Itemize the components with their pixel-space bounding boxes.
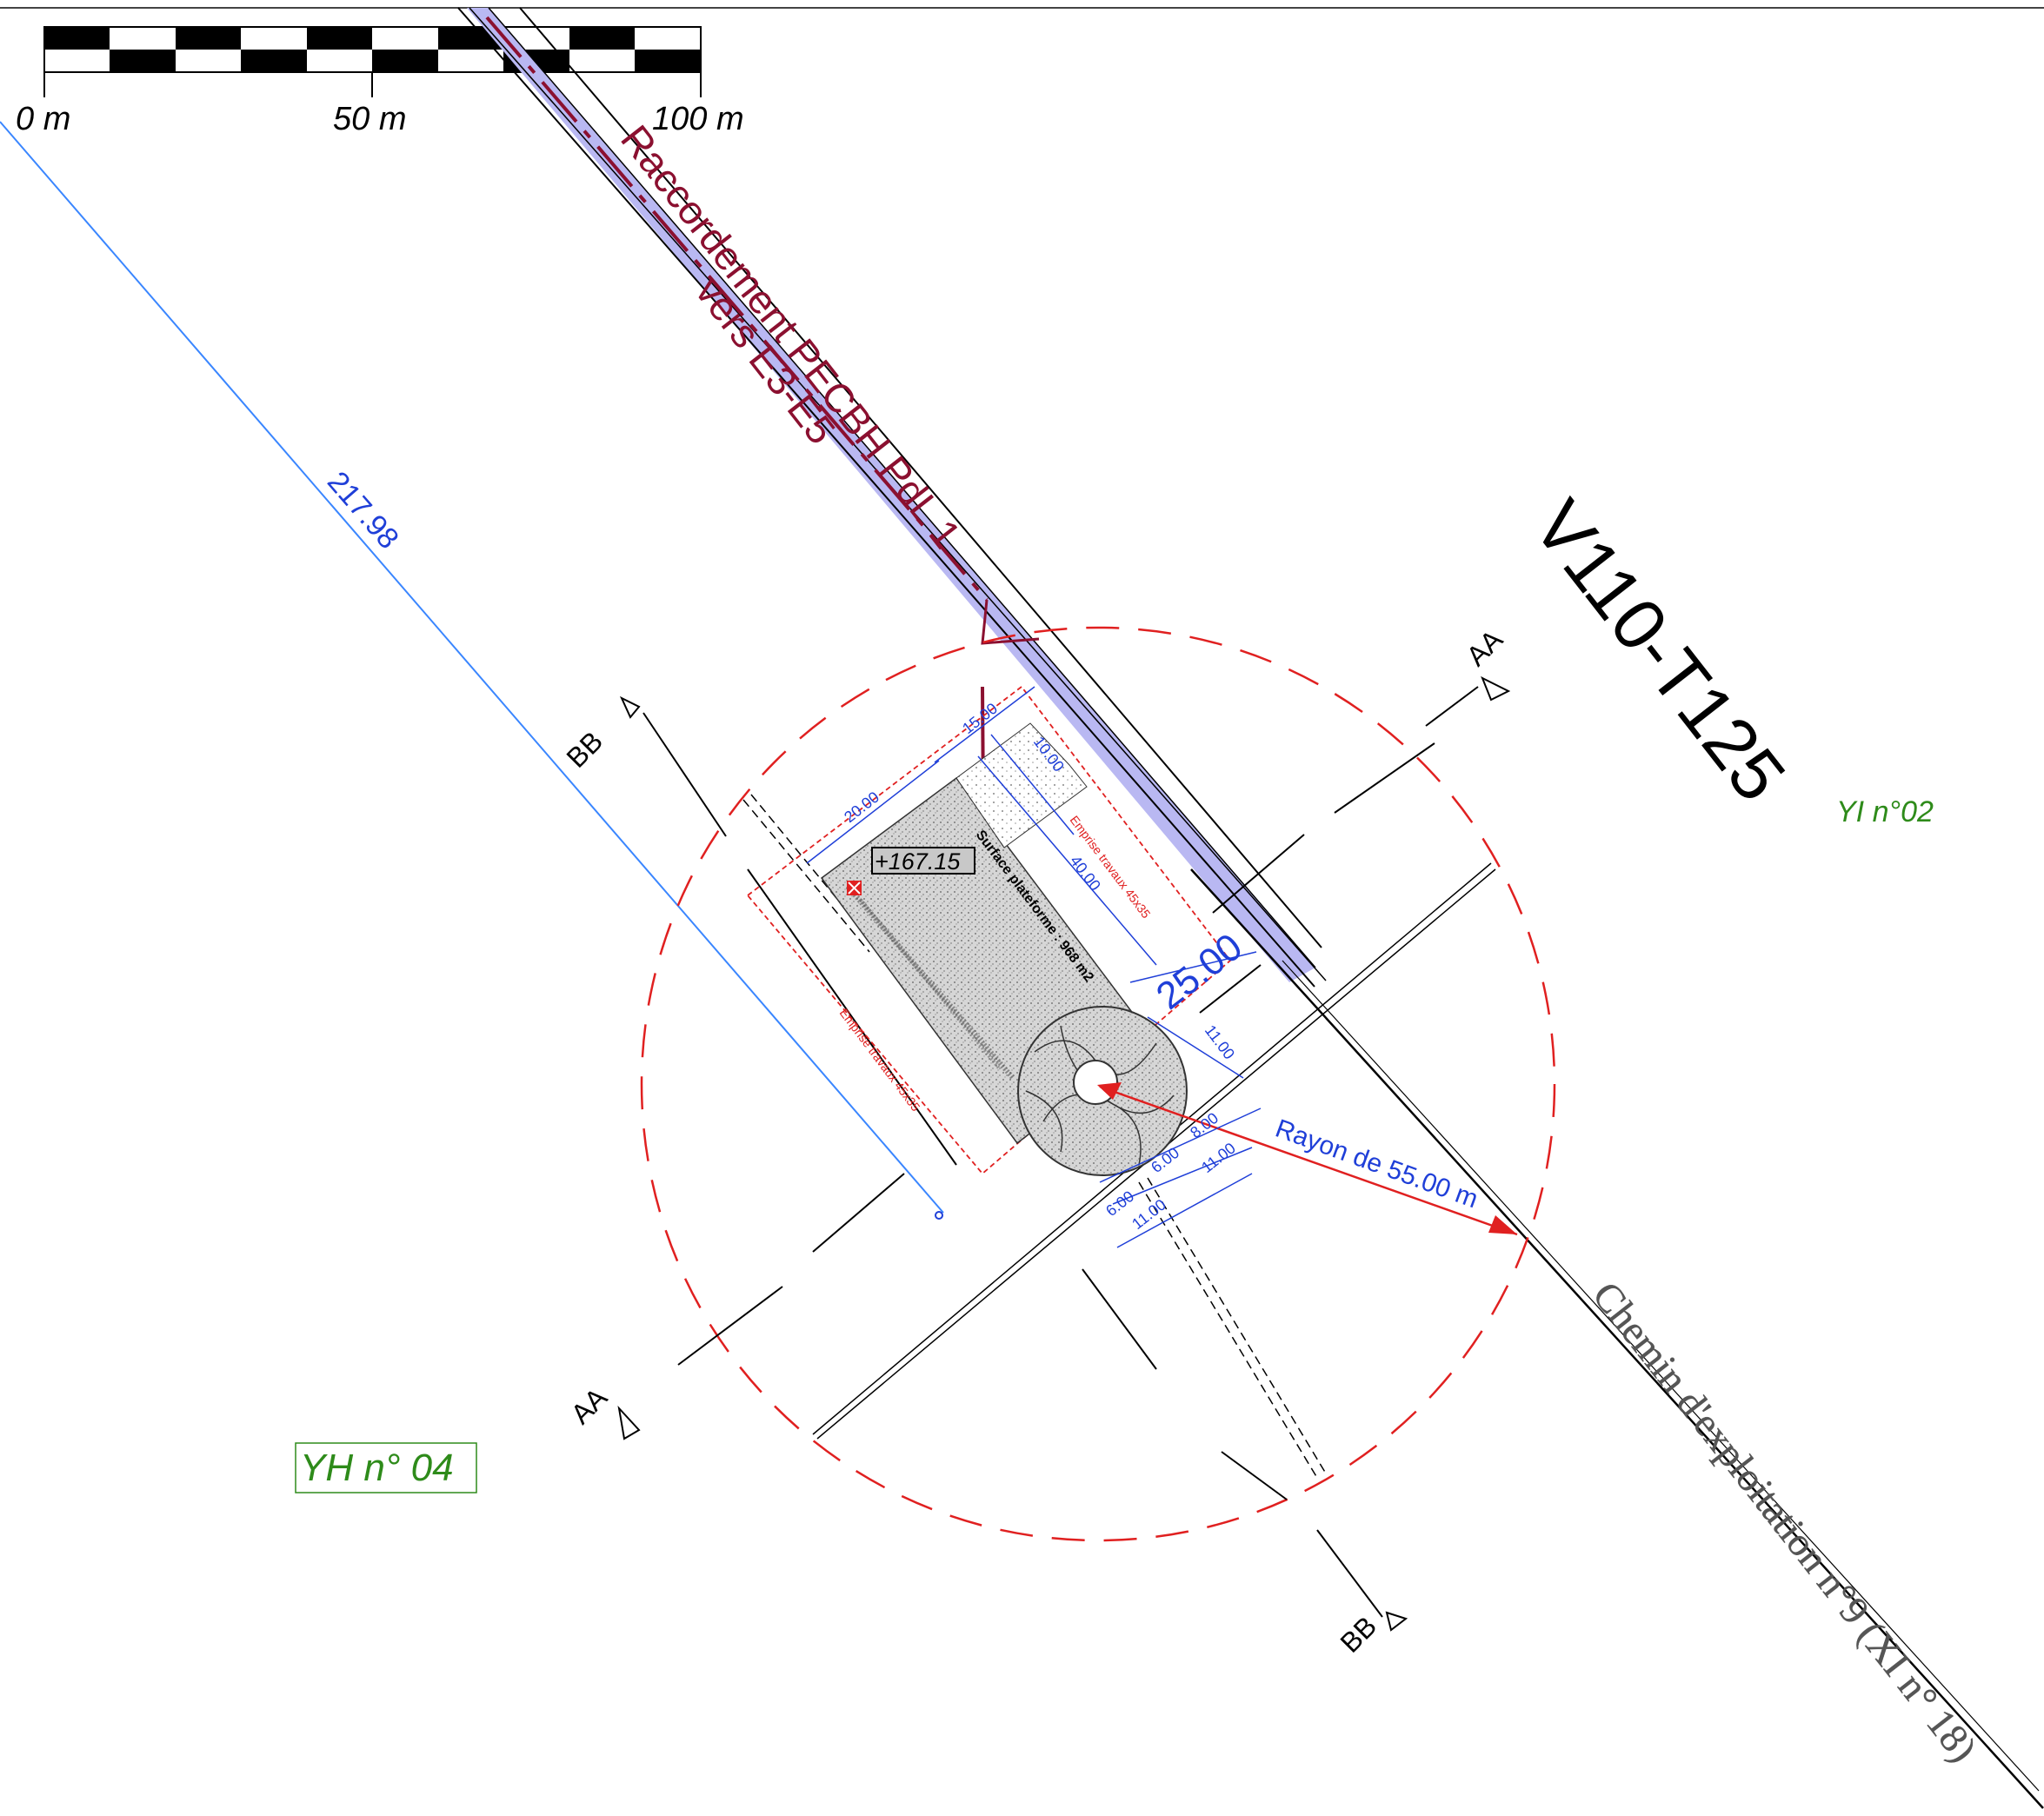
- dimension-11a: 11.00: [1202, 1021, 1238, 1062]
- pipeline-label: Raccordement PECBH PdL 1 vers E3-E5: [612, 116, 969, 556]
- dimension-8: 8.00: [1187, 1109, 1222, 1141]
- radius-label: Rayon de 55.00 m: [1272, 1114, 1482, 1214]
- road: [1190, 868, 2044, 1809]
- parcel-label-yh-box: YH n° 04: [295, 1442, 477, 1493]
- pipeline-label-line1: Raccordement PECBH PdL 1: [612, 116, 969, 556]
- road-name: Chemin d'exploitation n°9 (XI n° 18): [1584, 1274, 1986, 1770]
- scale-bar: 0 m 50 m 100 m: [16, 26, 744, 137]
- parcel-label-yi: YI n°02: [1836, 795, 1934, 828]
- work-area-label-a: Emprise travaux 45x35: [837, 1006, 923, 1114]
- scale-label-50: 50 m: [333, 101, 406, 137]
- section-label-bb-bottom: BB: [1334, 1610, 1382, 1659]
- dimensions: [806, 686, 1262, 1248]
- distance-line-main: 217.98: [0, 121, 944, 1220]
- scale-label-0: 0 m: [16, 101, 70, 137]
- section-label-bb-top: BB: [560, 725, 609, 774]
- dimension-11b: 11.00: [1198, 1139, 1239, 1176]
- turbine-foundation: [1017, 1006, 1188, 1176]
- safety-radius-circle: [640, 626, 1556, 1542]
- dimension-15: 15.00: [959, 700, 1001, 737]
- dimension-6b: 6.00: [1102, 1187, 1137, 1220]
- turbine-id: V110-T125: [1518, 485, 1801, 815]
- altitude-label: +167.15: [875, 848, 961, 875]
- scale-label-100: 100 m: [652, 101, 744, 137]
- section-label-aa-top: AA: [1460, 623, 1508, 672]
- section-label-aa-bottom: AA: [564, 1381, 613, 1430]
- parcel-label-yh: YH n° 04: [300, 1447, 454, 1489]
- dimension-25: 25.00: [1149, 925, 1250, 1017]
- altitude-box: [871, 847, 975, 875]
